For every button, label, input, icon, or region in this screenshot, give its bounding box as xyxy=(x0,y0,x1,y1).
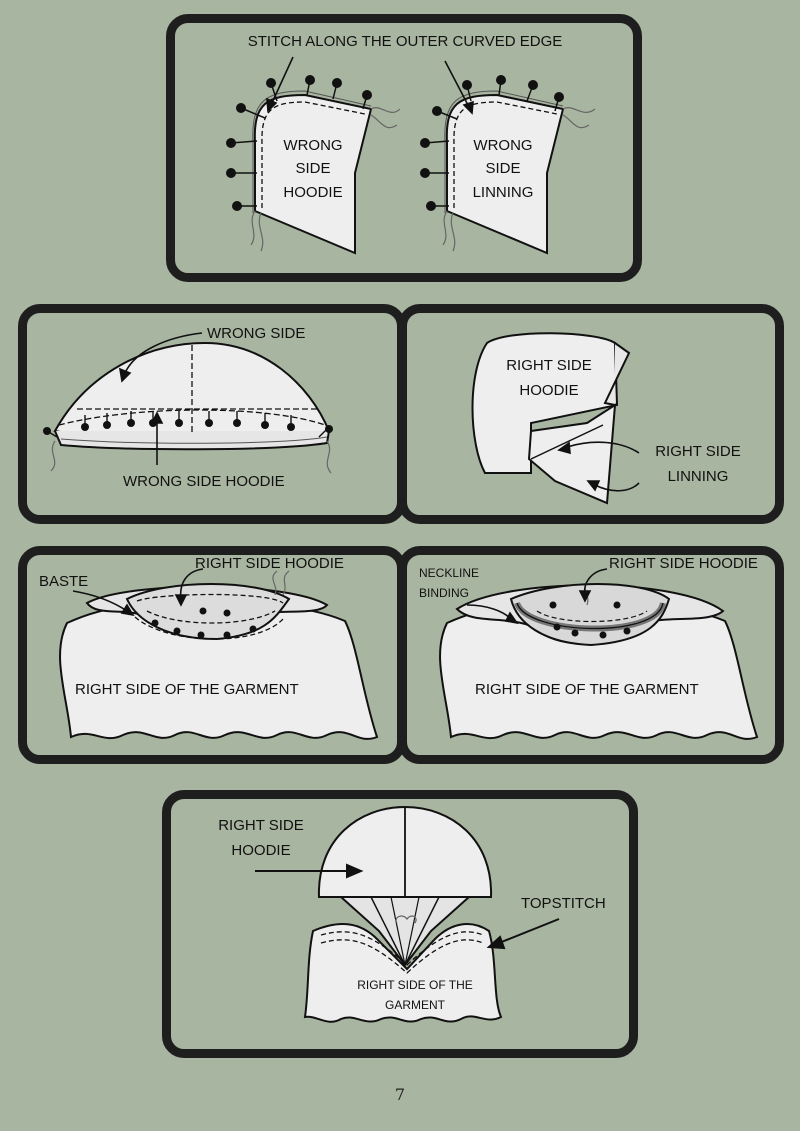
page-number: 7 xyxy=(394,1085,406,1104)
panel4-hoodie-label: RIGHT SIDE HOODIE xyxy=(195,555,344,572)
pins-row xyxy=(43,411,333,474)
pins-5 xyxy=(549,582,631,639)
panel6-hood-line-2: HOODIE xyxy=(231,842,291,860)
hood-right-label: WRONG SIDE LINNING xyxy=(453,137,553,201)
hood-left-line-2: SIDE xyxy=(295,160,331,178)
lining-folded-shape xyxy=(527,403,617,505)
panel6-hood-line-1: RIGHT SIDE xyxy=(218,817,304,834)
hood-piece-right xyxy=(420,75,596,255)
panel6-arrows xyxy=(255,863,560,950)
panel6-garment-line-2: GARMENT xyxy=(385,997,445,1012)
panel4-arrows xyxy=(72,568,204,617)
hood-upright-6 xyxy=(317,805,493,967)
panel5-illustration xyxy=(439,568,759,740)
panel-stitch-outer-edge: STITCH ALONG THE OUTER CURVED EDGE WRONG… xyxy=(166,14,642,282)
hood-right-line-1: WRONG xyxy=(473,137,533,154)
panel2-top-label: WRONG SIDE xyxy=(207,325,306,342)
panel2-bottom-label: WRONG SIDE HOODIE xyxy=(123,473,285,490)
panel6-illustration xyxy=(255,805,560,1023)
panel2-illustration xyxy=(43,332,333,474)
panel6-garment-line-1: RIGHT SIDE OF THE xyxy=(357,978,473,992)
panel-baste-hood: BASTE RIGHT SIDE HOODIE RIGHT SIDE OF TH… xyxy=(18,546,406,764)
panel-topstitch: RIGHT SIDE HOODIE TOPSTITCH RIGHT SIDE O… xyxy=(162,790,638,1058)
garment-body-6 xyxy=(303,923,503,1023)
panel4-illustration xyxy=(59,568,379,740)
panel2-arrows xyxy=(118,332,203,465)
hood-right-line-2: SIDE xyxy=(485,160,521,178)
panel1-illustration xyxy=(226,56,596,255)
panel3-lining-line-1: RIGHT SIDE xyxy=(655,443,741,460)
hood-left-line-3: HOODIE xyxy=(283,183,343,201)
panel3-hood-line-2: HOODIE xyxy=(519,382,579,400)
panel3-lining-label: RIGHT SIDE LINNING xyxy=(643,443,753,486)
hood-right-line-3: LINNING xyxy=(472,183,534,201)
panel5-garment-label: RIGHT SIDE OF THE GARMENT xyxy=(475,681,699,698)
panel6-garment-label: RIGHT SIDE OF THE GARMENT xyxy=(345,978,485,1013)
panel1-caption: STITCH ALONG THE OUTER CURVED EDGE xyxy=(247,33,563,50)
binding-line-2: BINDING xyxy=(419,585,470,600)
hood-right-side-shape xyxy=(471,332,631,474)
hood-opening-4 xyxy=(85,583,329,641)
baste-label: BASTE xyxy=(39,573,89,590)
panel3-hood-label: RIGHT SIDE HOODIE xyxy=(499,357,599,400)
panel3-lining-line-2: LINNING xyxy=(667,468,729,486)
topstitch-label: TOPSTITCH xyxy=(521,895,606,912)
panel3-hood-line-1: RIGHT SIDE xyxy=(506,357,592,374)
hood-left-label: WRONG SIDE HOODIE xyxy=(263,137,363,201)
panel4-garment-label: RIGHT SIDE OF THE GARMENT xyxy=(75,681,299,698)
hood-opening-5 xyxy=(455,583,725,647)
panel3-illustration xyxy=(471,332,640,505)
hood-left-line-1: WRONG xyxy=(283,137,343,154)
panel-wrong-side-pinned: WRONG SIDE WRONG SIDE HOODIE xyxy=(18,304,406,524)
panel5-hoodie-label: RIGHT SIDE HOODIE xyxy=(609,555,758,572)
panel-right-side-lining: RIGHT SIDE HOODIE RIGHT SIDE LINNING xyxy=(398,304,784,524)
panel5-arrows xyxy=(466,568,608,625)
pins-4 xyxy=(151,570,290,639)
panel3-arrows xyxy=(557,441,640,492)
hood-piece-left xyxy=(226,75,401,255)
binding-line-1: NECKLINE xyxy=(419,566,480,580)
caption-pointer-arrows xyxy=(266,56,474,115)
hood-dome-shape xyxy=(53,341,331,451)
binding-label: NECKLINE BINDING xyxy=(419,566,480,601)
panel6-hood-label: RIGHT SIDE HOODIE xyxy=(211,817,311,860)
panel-neckline-binding: NECKLINE BINDING RIGHT SIDE HOODIE RIGHT… xyxy=(398,546,784,764)
